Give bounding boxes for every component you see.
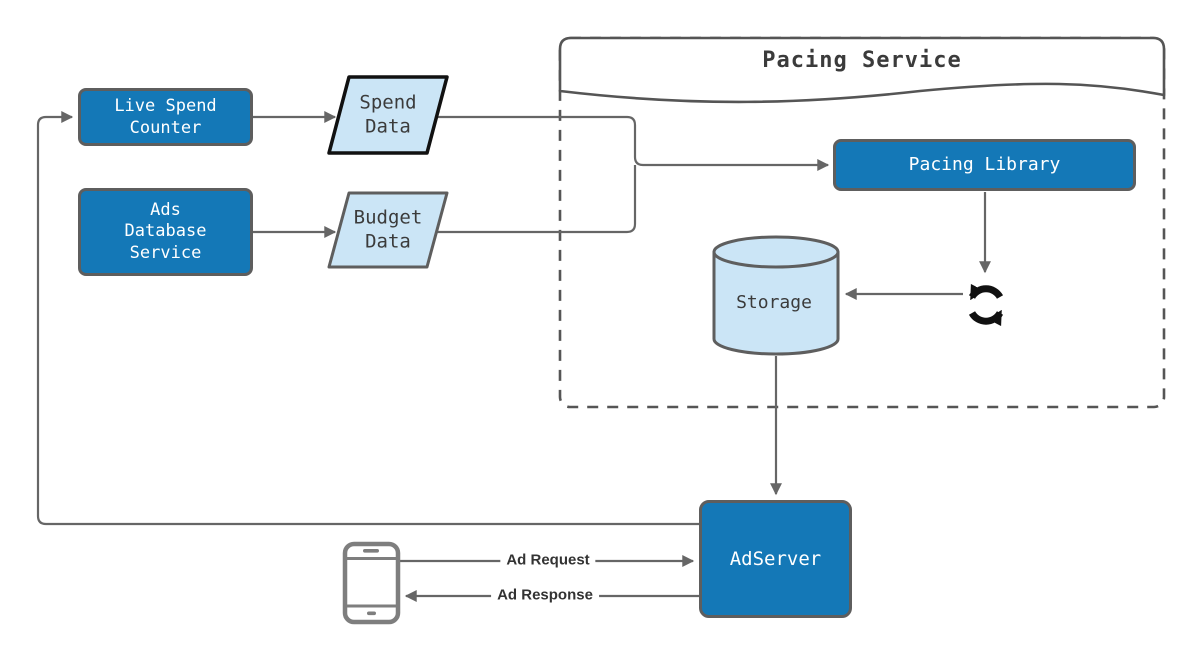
storage-label: Storage (736, 291, 812, 313)
sync-icon (968, 283, 1004, 327)
edge-spend-data-to-pacing-library (437, 115, 830, 171)
pacing-service-banner (558, 36, 1166, 104)
ad-request-label: Ad Request (500, 550, 596, 570)
node-live-spend-counter: Live Spend Counter (78, 88, 253, 146)
ad-response-label: Ad Response (491, 585, 599, 605)
storage-cylinder (712, 235, 840, 356)
node-pacing-library: Pacing Library (833, 139, 1136, 191)
budget-data-label: Budget Data (353, 206, 423, 252)
spend-data-shape (327, 75, 449, 155)
budget-data-shape (327, 191, 449, 269)
pacing-service-title: Pacing Service (762, 48, 962, 73)
node-ads-database-service: Ads Database Service (78, 188, 253, 276)
spend-data-label: Spend Data (359, 91, 417, 137)
edge-adserver-to-lsc-feedback (36, 111, 699, 526)
edge-budget-data-merge (437, 165, 637, 234)
node-adserver: AdServer (699, 500, 852, 618)
mobile-phone-icon (342, 541, 401, 625)
